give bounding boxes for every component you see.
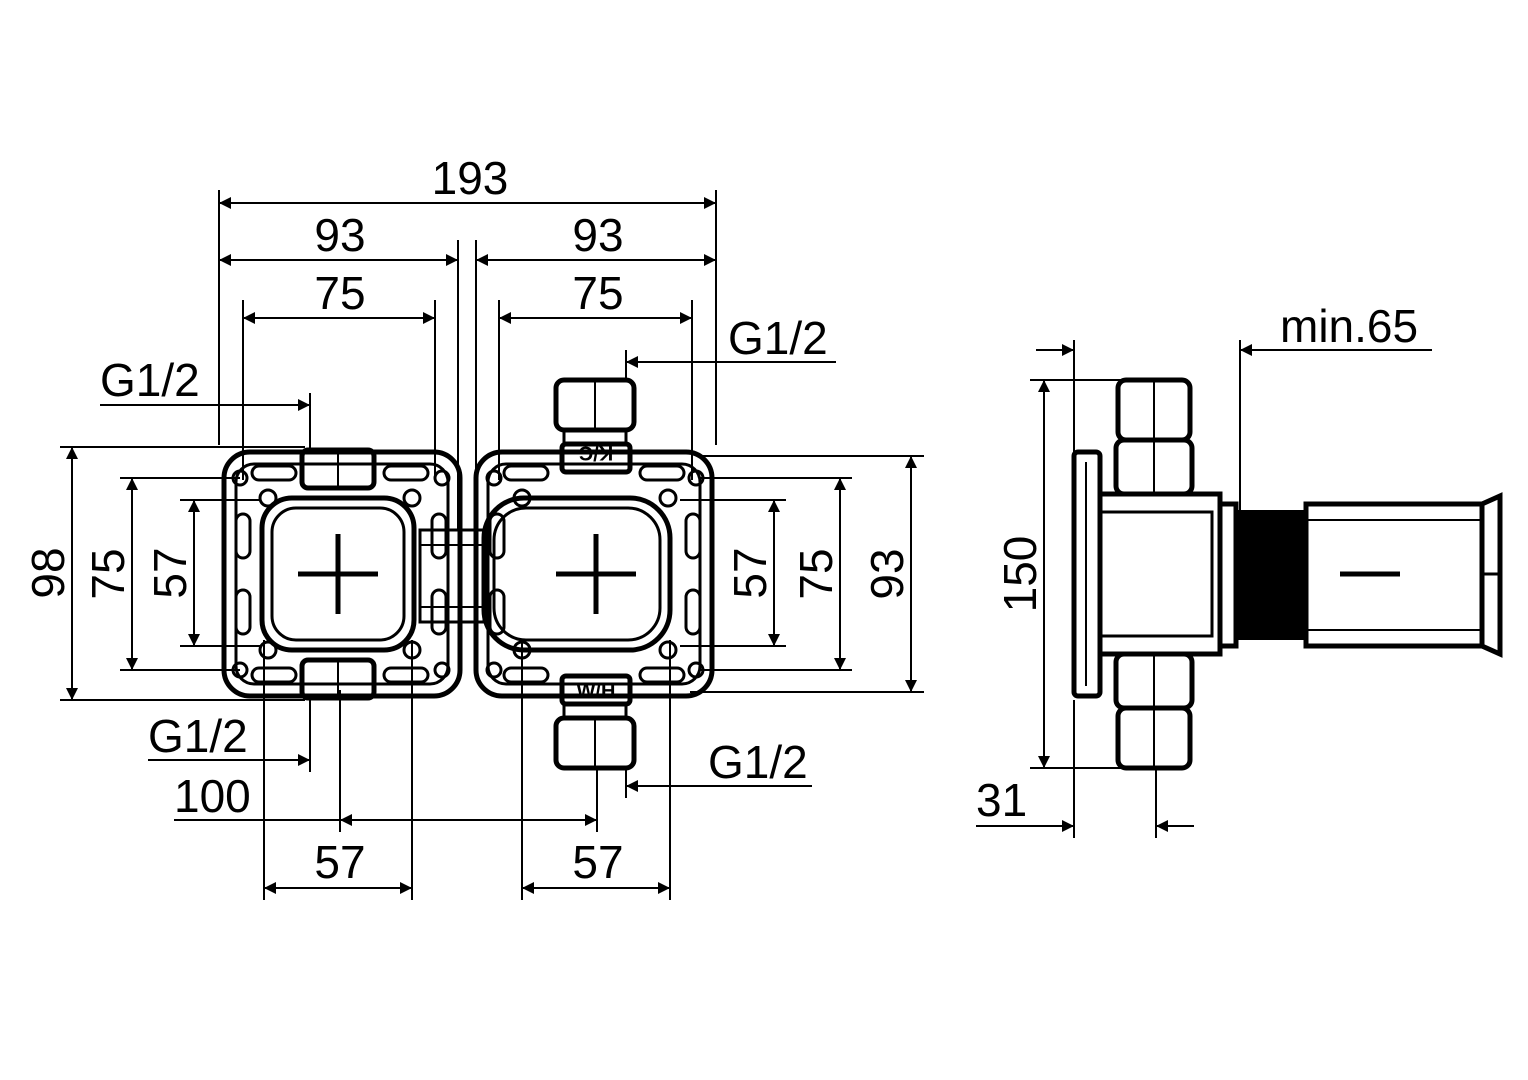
- dim-frame-right: 75: [572, 267, 623, 319]
- cold-port-label: K/C: [579, 442, 613, 464]
- left-valve-body: [259, 495, 417, 653]
- dim-frame-left: 75: [314, 267, 365, 319]
- front-body: K/C W/H: [221, 377, 715, 771]
- dim-height-left-frame: 75: [82, 548, 134, 599]
- dim-half-right: 93: [572, 209, 623, 261]
- dim-overall-width: 193: [432, 152, 509, 204]
- dim-height-right-frame: 75: [790, 548, 842, 599]
- dim-install-depth: min.65: [1280, 300, 1418, 352]
- thread-bottom-left: G1/2: [148, 710, 248, 762]
- dim-centers-distance: 100: [174, 770, 251, 822]
- dim-bottom-right: 57: [572, 836, 623, 888]
- thread-top-right: G1/2: [728, 312, 828, 364]
- dim-height-right-outer: 93: [861, 548, 913, 599]
- side-view: min.65 150 31: [976, 300, 1503, 838]
- dim-half-left: 93: [314, 209, 365, 261]
- front-dimensions: 193 93 93 75 75 G1/2 G1/2 98 75 57: [22, 152, 924, 900]
- dim-height-left-outer: 98: [22, 547, 74, 598]
- thread-bottom-right: G1/2: [708, 736, 808, 788]
- dim-height-right-inner: 57: [724, 547, 776, 598]
- dim-bottom-left: 57: [314, 836, 365, 888]
- dim-height-left-inner: 57: [144, 547, 196, 598]
- hot-port-label: W/H: [577, 680, 616, 702]
- thread-top-left: G1/2: [100, 354, 200, 406]
- dim-total-height: 150: [994, 536, 1046, 613]
- dim-base-depth: 31: [976, 774, 1027, 826]
